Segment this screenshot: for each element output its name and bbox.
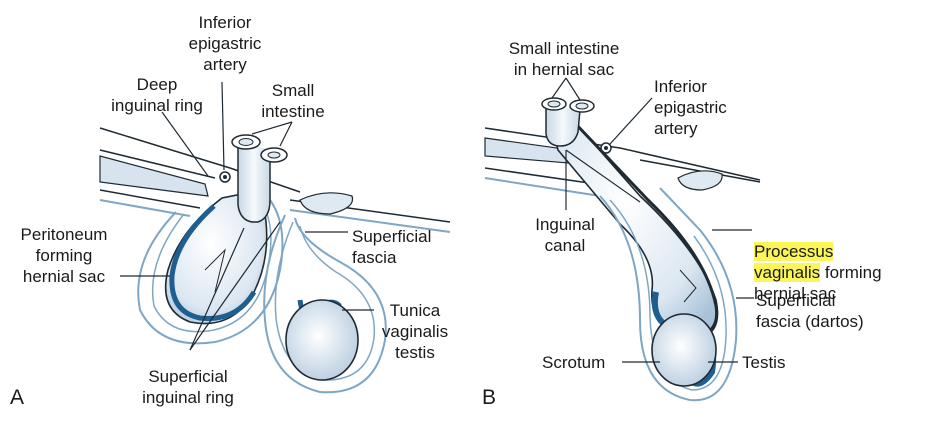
label-forming: forming — [820, 263, 882, 282]
fat-lobule — [299, 192, 354, 215]
label-superficial-fascia-dartos: Superficial fascia (dartos) — [756, 291, 864, 331]
highlight-vaginalis: vaginalis — [754, 263, 821, 282]
label-inferior-epigastric-artery-b: Inferior epigastric artery — [654, 77, 727, 138]
label-small-intestine: Small intestine — [261, 81, 325, 121]
testis-b — [651, 313, 717, 387]
panel-a-illustration — [99, 81, 451, 394]
abdominal-wall-layer — [99, 189, 201, 209]
peritoneum-lining — [169, 204, 257, 321]
processus-vaginalis-lining — [570, 118, 719, 338]
testis-a — [285, 299, 359, 381]
scrotal-fascia-envelope — [263, 214, 387, 394]
small-intestine-loop — [237, 142, 271, 223]
hernial-sac — [164, 189, 268, 325]
label-inferior-epigastric-artery-a: Inferior epigastric artery — [188, 13, 262, 74]
panel-letter-a: A — [10, 386, 25, 409]
label-hernial-sac: hernial sac — [754, 284, 837, 303]
panel-b-illustration — [484, 77, 761, 402]
fascia-layer — [289, 209, 451, 233]
muscle-layer — [99, 155, 209, 197]
fascia-layer — [99, 199, 191, 217]
label-inguinal-canal: Inguinal canal — [535, 215, 595, 255]
abdominal-wall-layer — [484, 127, 761, 181]
small-intestine-loop — [545, 104, 581, 147]
label-small-intestine-in-hernial-sac: Small intestine in hernial sac — [508, 39, 620, 79]
label-peritoneum-forming-hernial-sac: Peritoneum forming hernial sac — [20, 225, 108, 286]
label-deep-inguinal-ring: Deep inguinal ring — [111, 75, 203, 115]
label-scrotum: Scrotum — [542, 353, 606, 372]
label-tunica-vaginalis-testis: Tunica vaginalis testis — [381, 301, 449, 362]
fascia-layer — [484, 177, 601, 197]
fat-lobule — [677, 170, 723, 191]
panel-letter-b: B — [482, 386, 497, 409]
label-processus-vaginalis-forming-hernial-sac: Processus vaginalis forming hernial sac — [754, 220, 944, 304]
label-superficial-inguinal-ring: Superficial inguinal ring — [142, 367, 234, 407]
abdominal-wall-layer — [99, 149, 216, 179]
abdominal-wall-layer — [99, 127, 301, 193]
label-superficial-fascia: Superficial fascia — [352, 227, 432, 267]
superficial-fascia-envelope — [599, 187, 738, 402]
label-testis: Testis — [742, 353, 786, 372]
highlight-processus: Processus — [754, 242, 834, 261]
